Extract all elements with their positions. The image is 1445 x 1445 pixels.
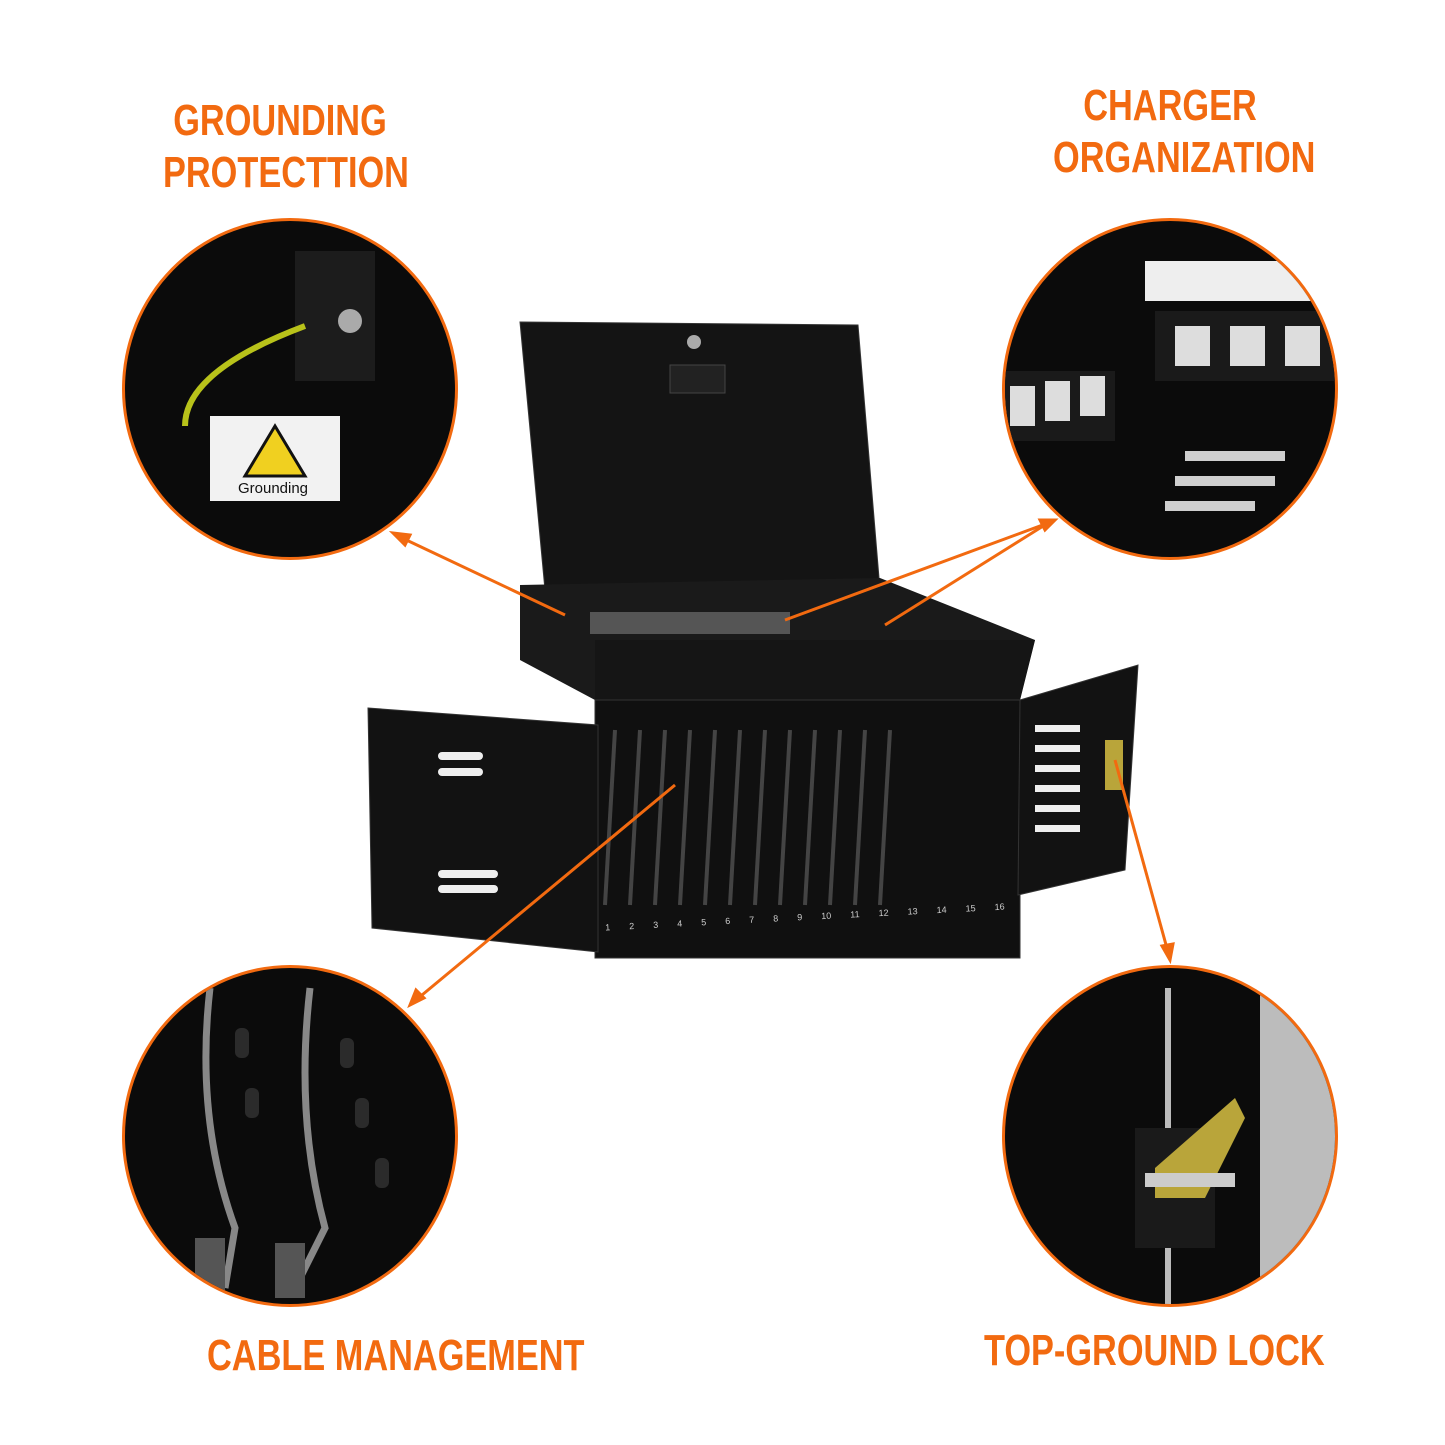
cable-detail-image bbox=[195, 987, 389, 1298]
charger-title: CHARGER ORGANIZATION bbox=[1053, 81, 1316, 182]
grounding-detail-circle: Grounding bbox=[122, 218, 458, 560]
lock-title: TOP-GROUND LOCK bbox=[984, 1326, 1325, 1375]
cable-detail-circle bbox=[122, 965, 458, 1307]
grounding-detail-image: Grounding bbox=[182, 251, 375, 501]
charger-detail-image bbox=[1005, 261, 1335, 511]
cable-title: CABLE MANAGEMENT bbox=[207, 1331, 585, 1380]
grounding-title: GROUNDING PROTECTTION bbox=[163, 96, 409, 197]
grounding-label: Grounding bbox=[238, 480, 308, 497]
lock-detail-image bbox=[1135, 968, 1335, 1304]
charger-detail-circle bbox=[1002, 218, 1338, 560]
callout-arrows bbox=[388, 518, 1175, 1009]
lock-detail-circle bbox=[1002, 965, 1338, 1307]
